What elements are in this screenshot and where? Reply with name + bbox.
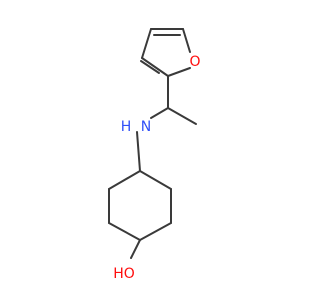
bond-c2-c3-double bbox=[140, 60, 160, 74]
bond-c4-c5 bbox=[108, 222, 141, 241]
amine-h-label: H bbox=[121, 119, 132, 135]
bond-o-c2 bbox=[167, 67, 191, 77]
cyclohexane-ring bbox=[108, 170, 172, 241]
bond-c4-oh bbox=[130, 239, 141, 259]
furan-ring bbox=[140, 28, 191, 77]
bond-c3-c4 bbox=[139, 222, 172, 241]
bond-c1-c2 bbox=[139, 170, 172, 190]
bond-c5-o bbox=[182, 28, 191, 53]
bond-c3-c4 bbox=[141, 28, 152, 59]
bond-c2-c3 bbox=[141, 57, 169, 77]
amine-n-label: N bbox=[141, 119, 151, 135]
hydroxyl-label: HO bbox=[113, 266, 135, 282]
bond-n-c1 bbox=[136, 131, 141, 172]
bond-ch-methyl bbox=[167, 107, 197, 125]
amine-nh-label: H N bbox=[121, 119, 152, 135]
chemical-structure: O H N HO bbox=[108, 28, 201, 282]
bond-ch-n bbox=[150, 107, 169, 119]
bond-c6-c1 bbox=[108, 170, 141, 190]
furan-oxygen-label: O bbox=[189, 54, 200, 70]
